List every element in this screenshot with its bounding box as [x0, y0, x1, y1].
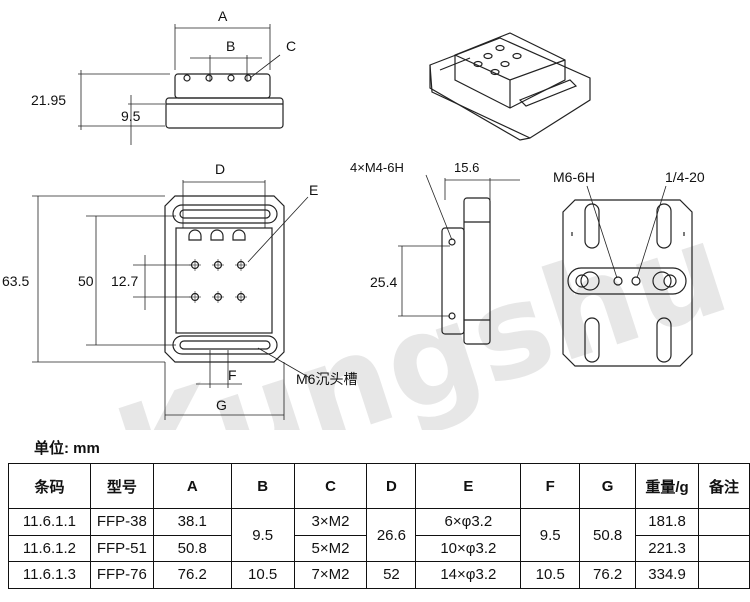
dim-A: A — [218, 8, 228, 24]
col-D: D — [366, 463, 417, 509]
side-view — [398, 174, 520, 345]
dim-25-4: 25.4 — [370, 274, 397, 290]
cell-model: FFP-76 — [89, 561, 154, 589]
cell-A: 38.1 — [152, 508, 232, 536]
dim-B: B — [226, 38, 235, 54]
col-F: F — [520, 463, 581, 509]
side-holes: 4×M4-6H — [350, 160, 404, 175]
table-row: 11.6.1.3 FFP-76 76.2 10.5 7×M2 52 14×φ3.… — [8, 561, 750, 589]
dim-D: D — [215, 161, 225, 177]
cell-F: 10.5 — [520, 561, 581, 589]
cell-code: 11.6.1.2 — [8, 534, 91, 562]
cell-note — [698, 561, 750, 589]
cell-A: 50.8 — [152, 534, 232, 562]
cell-note — [698, 534, 750, 562]
col-model: 型号 — [89, 463, 154, 509]
cell-weight: 221.3 — [635, 534, 700, 562]
dim-21-95: 21.95 — [31, 92, 66, 108]
dim-E: E — [309, 182, 318, 198]
cell-B: 10.5 — [230, 561, 295, 589]
unit-label: 单位: mm — [34, 440, 100, 457]
table-header-row: 条码 型号 A B C D E F G 重量/g 备注 — [8, 463, 750, 509]
cell-D-merged: 26.6 — [366, 508, 417, 562]
cell-note — [698, 508, 750, 536]
col-E: E — [415, 463, 522, 509]
watermark: Kungshu — [100, 194, 744, 430]
dim-C: C — [286, 38, 296, 54]
table-row: 11.6.1.2 FFP-51 50.8 5×M2 10×φ3.2 221.3 — [8, 534, 750, 562]
cell-weight: 334.9 — [635, 561, 700, 589]
front-view — [32, 180, 311, 420]
back-view — [562, 185, 693, 367]
cell-model: FFP-38 — [89, 508, 154, 536]
spec-table: 条码 型号 A B C D E F G 重量/g 备注 11.6.1.1 FFP… — [8, 463, 750, 589]
thread-m6: M6-6H — [553, 169, 595, 185]
cell-code: 11.6.1.1 — [8, 508, 91, 536]
dim-9-5: 9.5 — [121, 108, 141, 124]
cell-model: FFP-51 — [89, 534, 154, 562]
top-view — [78, 24, 284, 145]
col-weight: 重量/g — [635, 463, 700, 509]
table-row: 11.6.1.1 FFP-38 38.1 9.5 3×M2 26.6 6×φ3.… — [8, 508, 750, 562]
col-G: G — [579, 463, 637, 509]
cell-G: 76.2 — [579, 561, 637, 589]
col-note: 备注 — [698, 463, 750, 509]
dim-50: 50 — [78, 273, 94, 289]
cell-F-merged: 9.5 — [520, 508, 581, 562]
cell-C: 3×M2 — [293, 508, 368, 536]
cell-code: 11.6.1.3 — [8, 561, 91, 589]
cell-D: 52 — [366, 561, 417, 589]
cell-B-merged: 9.5 — [230, 508, 295, 562]
col-C: C — [293, 463, 368, 509]
thread-quarter: 1/4-20 — [665, 169, 705, 185]
dim-12-7: 12.7 — [111, 273, 138, 289]
cell-E: 6×φ3.2 — [415, 508, 522, 536]
technical-drawing: Kungshu A B C 21.95 9.5 — [2, 8, 744, 430]
dim-63-5: 63.5 — [2, 273, 29, 289]
cell-C: 7×M2 — [293, 561, 368, 589]
col-B: B — [230, 463, 295, 509]
iso-view — [429, 32, 591, 141]
col-A: A — [152, 463, 232, 509]
dim-F: F — [228, 367, 237, 383]
dim-G: G — [216, 397, 227, 413]
cell-E: 14×φ3.2 — [415, 561, 522, 589]
cell-C: 5×M2 — [293, 534, 368, 562]
cell-E: 10×φ3.2 — [415, 534, 522, 562]
slot-label: M6沉头槽 — [296, 371, 357, 387]
cell-weight: 181.8 — [635, 508, 700, 536]
cell-G-merged: 50.8 — [579, 508, 637, 562]
dim-15-6: 15.6 — [454, 160, 479, 175]
col-code: 条码 — [8, 463, 91, 509]
cell-A: 76.2 — [152, 561, 232, 589]
